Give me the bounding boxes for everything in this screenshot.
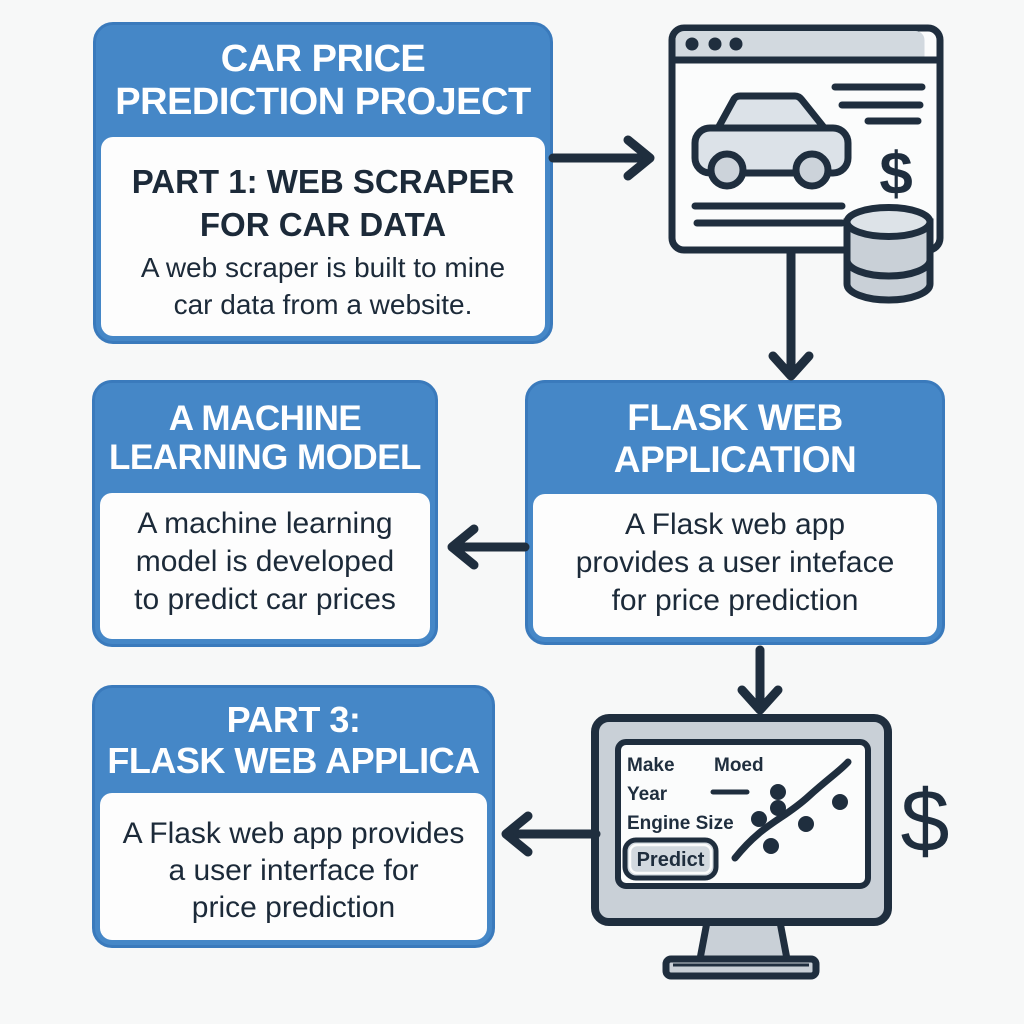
monitor-illustration: Make Moed Year Engine Size Predict $ (591, 714, 950, 980)
box-ml-body: A machine learning model is developed to… (100, 493, 430, 639)
part1-desc-line: car data from a website. (173, 288, 473, 320)
year-label: Year (627, 784, 668, 805)
flask-desc-line: A Flask web app (624, 508, 846, 541)
part1-title-line: PART 1: WEB SCRAPER (131, 163, 515, 200)
header-line: PART 3: (226, 699, 361, 741)
browser-illustration: $ (668, 24, 944, 304)
scatter-plot-icon (731, 758, 852, 862)
part1-title-line: FOR CAR DATA (199, 205, 447, 243)
make-label: Make (627, 755, 675, 776)
part3-desc-line: price prediction (191, 891, 396, 925)
header-line: CAR PRICE (220, 38, 426, 81)
text-lines-icon (691, 83, 926, 227)
arrow-flask-to-ml (447, 524, 530, 570)
car-icon (691, 92, 852, 190)
part3-desc-line: A Flask web app provides (122, 817, 465, 850)
flask-desc-line: provides a user inteface (575, 546, 895, 580)
dollar-icon: $ (901, 771, 950, 870)
box-machine-learning-model: A MACHINE LEARNING MODEL A machine learn… (92, 380, 438, 647)
box-part1-header: CAR PRICE PREDICTION PROJECT (96, 25, 550, 137)
part3-desc-line: a user interface for (168, 854, 419, 888)
predict-button[interactable]: Predict (622, 837, 719, 881)
flask-desc-line: for price prediction (611, 584, 859, 618)
monitor-stand (662, 918, 820, 980)
arrow-scraper-to-browser (548, 135, 655, 181)
box-flask-web-application: FLASK WEB APPLICATION A Flask web app pr… (525, 380, 945, 645)
box-part3-body: A Flask web app provides a user interfac… (100, 793, 487, 940)
browser-dots-icon (685, 37, 743, 51)
box-part3-flask-app: PART 3: FLASK WEB APPLICA A Flask web ap… (92, 685, 495, 948)
header-line: FLASK WEB (627, 397, 843, 439)
ml-desc-line: model is developed (135, 545, 395, 579)
box-flask-header: FLASK WEB APPLICATION (528, 383, 942, 494)
box-part1-body: PART 1: WEB SCRAPER FOR CAR DATA A web s… (101, 137, 545, 336)
part1-desc-line: A web scraper is built to mine (140, 251, 506, 283)
box-flask-body: A Flask web app provides a user inteface… (533, 494, 937, 637)
arrow-flask-to-monitor (737, 645, 783, 715)
dollar-icon: $ (879, 140, 912, 207)
header-line: LEARNING MODEL (109, 438, 421, 477)
ml-desc-line: to predict car prices (134, 583, 396, 617)
model-label: Moed (714, 755, 764, 776)
header-line: A MACHINE (168, 398, 362, 438)
predict-button-label: Predict (637, 849, 705, 871)
box-part1-web-scraper: CAR PRICE PREDICTION PROJECT PART 1: WEB… (93, 22, 553, 344)
ml-desc-line: A machine learning (137, 507, 393, 540)
box-ml-header: A MACHINE LEARNING MODEL (95, 383, 435, 493)
database-icon (843, 204, 934, 304)
header-line: APPLICATION (613, 438, 857, 480)
header-line: PREDICTION PROJECT (115, 81, 531, 123)
box-part3-header: PART 3: FLASK WEB APPLICA (95, 688, 492, 793)
engine-size-label: Engine Size (627, 813, 734, 834)
header-line: FLASK WEB APPLICA (107, 739, 480, 781)
